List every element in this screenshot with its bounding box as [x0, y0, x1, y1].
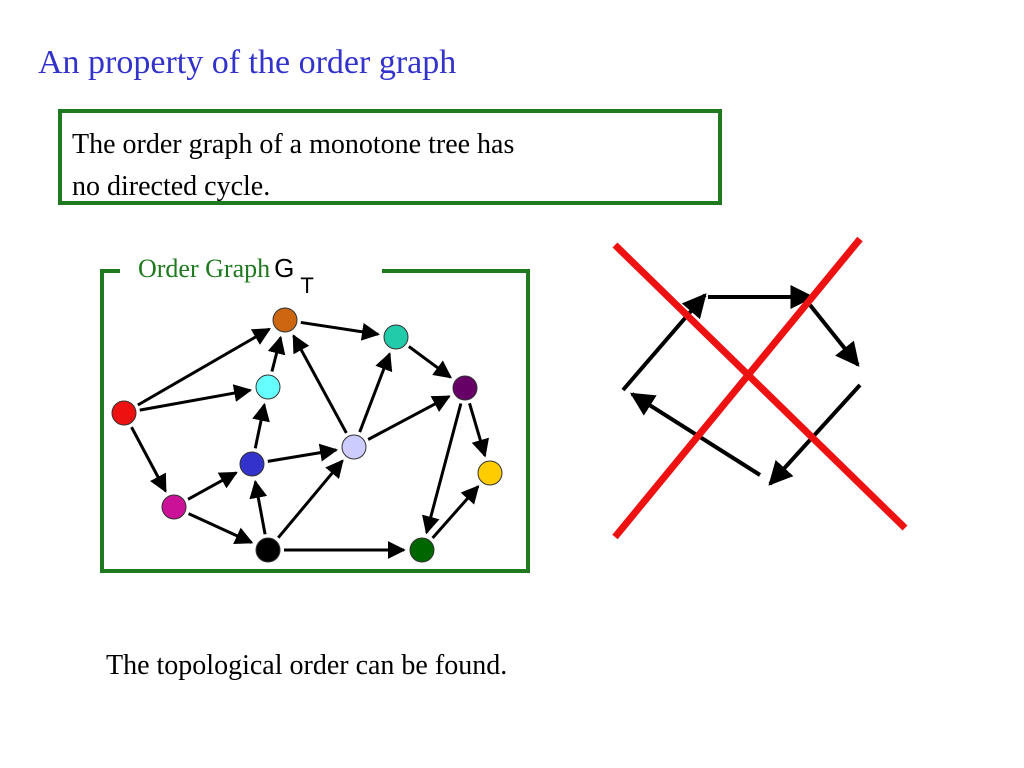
node-magenta	[161, 494, 187, 520]
order-graph-label-text: Order Graph	[138, 254, 271, 283]
order-graph-frame	[100, 269, 530, 573]
caption: The topological order can be found.	[106, 650, 508, 681]
edge-magenta-to-blue	[187, 471, 238, 501]
node-blue	[239, 451, 265, 477]
cross-line-2	[612, 236, 863, 540]
node-yellow	[477, 460, 503, 486]
node-darkgreen	[409, 537, 435, 563]
node-orange	[272, 307, 298, 333]
edge-teal-to-purple	[407, 345, 452, 379]
cross-out-mark	[612, 236, 908, 540]
edge-red-to-cyan	[139, 384, 253, 412]
cycle-example	[621, 285, 862, 486]
theorem-box: The order graph of a monotone tree has n…	[58, 109, 722, 205]
edge-lavender-to-purple	[367, 395, 451, 441]
edge-orange-to-teal	[300, 320, 380, 341]
cycle-arrow-4	[768, 383, 862, 486]
node-purple	[452, 375, 478, 401]
edge-lavender-to-orange	[292, 334, 348, 434]
edge-lavender-to-teal	[358, 352, 393, 433]
edge-purple-to-yellow	[468, 402, 489, 458]
cycle-arrow-1	[621, 293, 707, 392]
cross-line-1	[612, 242, 908, 531]
graph-edges	[130, 320, 489, 559]
edge-blue-to-cyan	[252, 402, 270, 449]
cycle-arrow-3	[808, 303, 860, 367]
node-red	[111, 400, 137, 426]
edge-purple-to-darkgreen	[422, 403, 463, 535]
edge-darkgreen-to-yellow	[431, 485, 480, 540]
edge-magenta-to-black	[187, 512, 254, 544]
graph-symbol: G	[274, 253, 295, 283]
slide-title: An property of the order graph	[38, 44, 457, 81]
node-cyan	[255, 374, 281, 400]
edge-cyan-to-orange	[267, 335, 286, 372]
edge-black-to-blue	[249, 479, 268, 535]
edge-red-to-magenta	[130, 426, 167, 493]
node-black	[255, 537, 281, 563]
theorem-line-2: no directed cycle.	[72, 171, 271, 202]
graph-subscript: T	[300, 273, 314, 298]
theorem-line-1: The order graph of a monotone tree has	[72, 129, 515, 160]
edge-blue-to-lavender	[267, 443, 339, 463]
edge-red-to-orange	[137, 327, 271, 407]
node-teal	[383, 324, 409, 350]
graph-nodes	[111, 307, 503, 563]
edge-black-to-lavender	[277, 459, 344, 539]
node-lavender	[341, 434, 367, 460]
